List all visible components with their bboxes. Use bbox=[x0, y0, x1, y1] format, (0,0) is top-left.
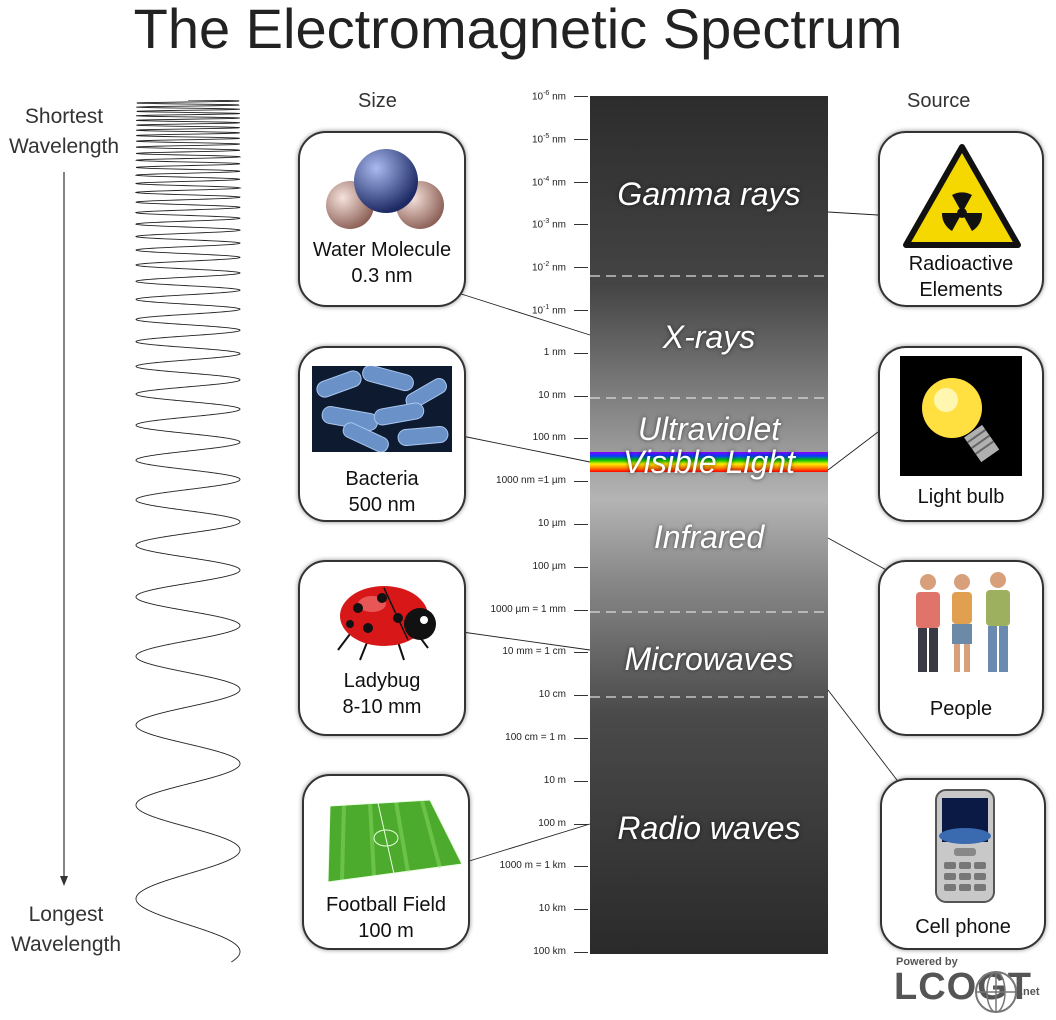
band-gamma-rays: Gamma rays bbox=[617, 176, 801, 212]
size-card-football-field: Football Field 100 m bbox=[302, 774, 470, 950]
scale-tick-mark bbox=[574, 652, 588, 654]
page-title: The Electromagnetic Spectrum bbox=[133, 0, 903, 60]
scale-tick-label: 10 mm = 1 cm bbox=[502, 646, 566, 658]
ladybug-size: 8-10 mm bbox=[342, 696, 422, 718]
logo-brand: LCOGT bbox=[894, 966, 1032, 1008]
scale-tick-mark bbox=[574, 695, 588, 697]
cell-phone-icon bbox=[935, 789, 995, 903]
logo-tld: .net bbox=[1020, 986, 1040, 998]
scale-tick-mark bbox=[574, 352, 588, 354]
scale-tick-label: 10 km bbox=[538, 903, 566, 915]
water-molecule-icon bbox=[326, 149, 444, 229]
scale-tick-mark bbox=[574, 909, 588, 911]
scale-tick-mark bbox=[574, 138, 588, 140]
source-card-light-bulb: Light bulb bbox=[878, 346, 1044, 522]
scale-tick-mark bbox=[574, 952, 588, 953]
size-column-header: Size bbox=[358, 90, 397, 112]
source-card-people: People bbox=[878, 560, 1044, 736]
scale-tick-label: 1000 m = 1 km bbox=[499, 860, 566, 872]
wavelength-wave-graphic bbox=[134, 100, 242, 963]
scale-tick-label: 10-6 nm bbox=[531, 90, 566, 103]
football-field-icon bbox=[327, 799, 463, 883]
light-bulb-label: Light bulb bbox=[917, 486, 1005, 508]
size-card-bacteria: Bacteria 500 nm bbox=[298, 346, 466, 522]
scale-tick-label: 10-3 nm bbox=[531, 218, 566, 231]
scale-tick-mark bbox=[574, 866, 588, 868]
shortest-wavelength-label: Shortest Wavelength bbox=[8, 105, 120, 158]
scale-tick-mark bbox=[574, 823, 588, 825]
band-ultraviolet: Ultraviolet bbox=[637, 411, 781, 447]
scale-tick-label: 10 nm bbox=[538, 389, 566, 401]
source-card-radioactive: Radioactive Elements bbox=[878, 131, 1044, 307]
scale-tick-label: 10-1 nm bbox=[531, 304, 566, 317]
band-x-rays: X-rays bbox=[662, 319, 756, 355]
scale-tick-mark bbox=[574, 609, 588, 611]
globe-icon bbox=[975, 971, 1017, 1013]
bacteria-icon bbox=[312, 366, 452, 452]
logo-powered-by: Powered by bbox=[896, 956, 958, 968]
source-card-cell-phone: Cell phone bbox=[880, 778, 1046, 950]
cell-phone-label: Cell phone bbox=[915, 916, 1011, 938]
scale-tick-label: 10 µm bbox=[538, 518, 566, 529]
scale-tick-label: 100 µm bbox=[532, 560, 566, 572]
scale-tick-mark bbox=[574, 481, 588, 483]
scale-tick-mark bbox=[574, 96, 588, 97]
scale-tick-mark bbox=[574, 566, 588, 568]
wavelength-arrow bbox=[60, 172, 68, 886]
scale-tick-mark bbox=[574, 395, 588, 397]
scale-tick-label: 10-2 nm bbox=[531, 261, 566, 274]
ladybug-icon bbox=[337, 586, 436, 661]
people-icon bbox=[916, 572, 1010, 672]
radiation-hazard-icon bbox=[903, 144, 1021, 248]
scale-tick-mark bbox=[574, 310, 588, 311]
water-molecule-size: 0.3 nm bbox=[351, 265, 413, 287]
scale-tick-mark bbox=[574, 267, 588, 269]
scale-tick-label: 10-4 nm bbox=[531, 175, 566, 188]
scale-tick-mark bbox=[574, 524, 588, 525]
scale-tick-label: 1000 nm =1 µm bbox=[496, 475, 566, 487]
scale-tick-label: 1000 µm = 1 mm bbox=[490, 603, 566, 615]
visible-light-rainbow bbox=[590, 452, 828, 472]
band-microwaves: Microwaves bbox=[624, 641, 794, 677]
scale-tick-mark bbox=[574, 738, 588, 739]
football-field-size: 100 m bbox=[358, 920, 414, 942]
scale-tick-label: 10 cm bbox=[538, 689, 566, 701]
scale-tick-label: 100 m bbox=[538, 817, 566, 829]
people-label: People bbox=[929, 698, 993, 720]
band-infrared: Infrared bbox=[653, 519, 765, 555]
light-bulb-icon bbox=[900, 356, 1022, 476]
source-column-header: Source bbox=[907, 90, 971, 112]
spectrum-column bbox=[590, 96, 828, 954]
football-field-label: Football Field bbox=[325, 894, 447, 916]
scale-tick-mark bbox=[574, 224, 588, 226]
band-visible-light: Visible Light bbox=[623, 444, 795, 480]
scale-tick-label: 10 m bbox=[543, 774, 566, 786]
scale-tick-label: 1 nm bbox=[543, 346, 566, 358]
water-molecule-label: Water Molecule bbox=[312, 239, 452, 261]
scale-tick-label: 100 km bbox=[533, 946, 566, 957]
scale-tick-label: 100 nm bbox=[532, 432, 566, 444]
longest-wavelength-label: Longest Wavelength bbox=[10, 903, 122, 956]
scale-tick-label: 100 cm = 1 m bbox=[505, 732, 566, 743]
bacteria-label: Bacteria bbox=[345, 468, 419, 490]
size-card-water-molecule: Water Molecule 0.3 nm bbox=[298, 131, 466, 307]
size-card-ladybug: Ladybug 8-10 mm bbox=[298, 560, 466, 736]
scale-tick-mark bbox=[574, 780, 588, 782]
band-radio-waves: Radio waves bbox=[617, 810, 801, 846]
scale-tick-mark bbox=[574, 438, 588, 440]
bacteria-size: 500 nm bbox=[348, 494, 416, 516]
lcogt-logo: Powered by LCOGT .net bbox=[880, 956, 1050, 1016]
radioactive-label: Radioactive Elements bbox=[908, 253, 1014, 301]
ladybug-label: Ladybug bbox=[343, 670, 421, 692]
scale-tick-label: 10-5 nm bbox=[531, 132, 566, 146]
scale-tick-mark bbox=[574, 181, 588, 183]
